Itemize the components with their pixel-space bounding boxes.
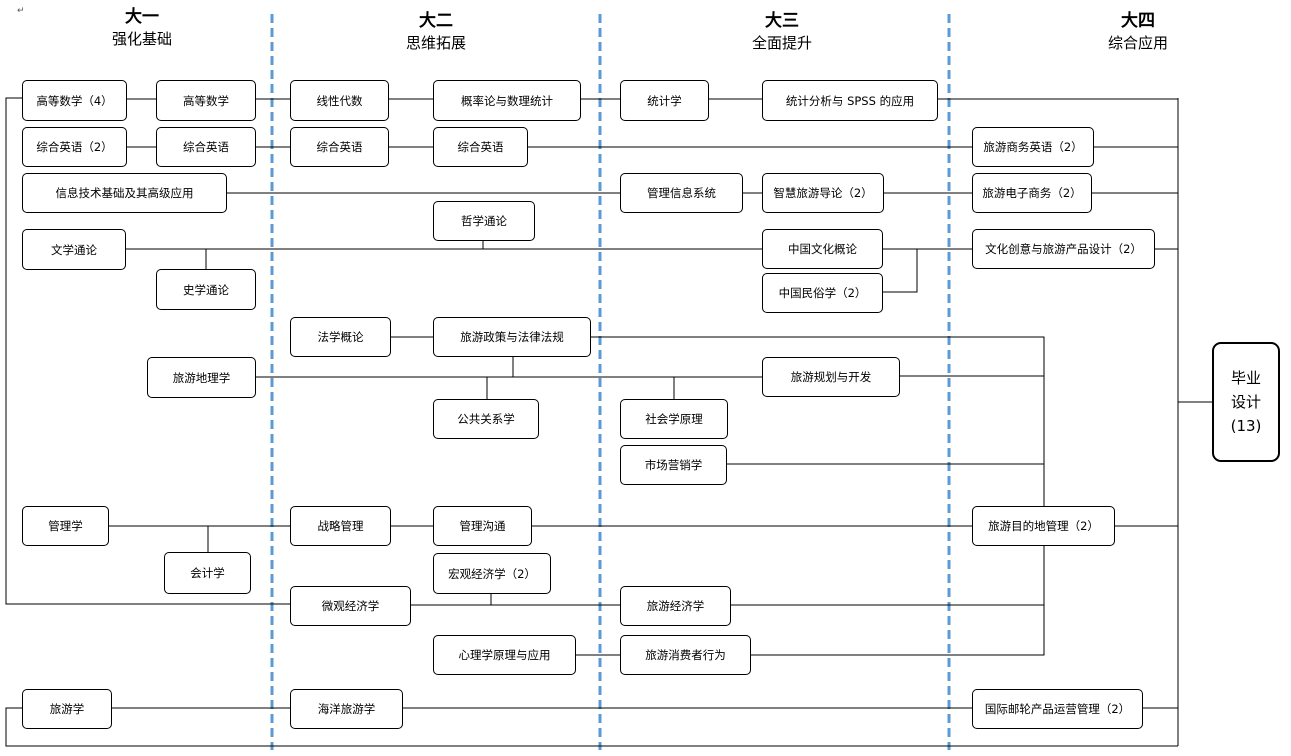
course-box: 综合英语（2） [22, 127, 127, 167]
course-box: 智慧旅游导论（2） [762, 173, 884, 213]
course-box: 高等数学（4） [22, 80, 127, 121]
course-box: 中国文化概论 [762, 229, 883, 269]
course-box: 旅游规划与开发 [762, 357, 900, 397]
course-box: 统计分析与 SPSS 的应用 [762, 80, 938, 121]
course-box: 统计学 [620, 80, 709, 121]
course-box: 哲学通论 [433, 201, 535, 241]
course-box: 旅游消费者行为 [620, 635, 751, 675]
course-box: 高等数学 [156, 80, 256, 121]
year-4-header: 大四 综合应用 [1068, 10, 1208, 54]
year-theme: 全面提升 [751, 34, 812, 52]
graduation-line: (13) [1230, 417, 1262, 435]
course-box: 文化创意与旅游产品设计（2） [972, 229, 1155, 269]
year-dividers [270, 14, 951, 750]
course-box: 管理学 [22, 506, 109, 546]
graduation-design-box: 毕业 设计 (13) [1212, 342, 1280, 462]
course-box: 市场营销学 [620, 445, 727, 485]
course-box: 旅游商务英语（2） [972, 127, 1094, 167]
year-3-header: 大三 全面提升 [712, 10, 852, 54]
course-box: 综合英语 [433, 127, 528, 167]
course-box: 旅游电子商务（2） [972, 173, 1092, 213]
course-box: 微观经济学 [290, 586, 411, 626]
course-box: 旅游经济学 [620, 586, 731, 626]
graduation-line: 设计 [1230, 393, 1261, 411]
year-theme: 强化基础 [111, 30, 172, 48]
course-box: 海洋旅游学 [290, 689, 403, 729]
year-label: 大四 [1121, 11, 1155, 31]
year-1-header: 大一 强化基础 [72, 6, 212, 50]
course-box: 文学通论 [22, 229, 126, 270]
course-box: 公共关系学 [433, 399, 539, 439]
course-box: 旅游目的地管理（2） [972, 506, 1115, 546]
course-box: 史学通论 [156, 269, 256, 310]
paragraph-mark: ↵ [17, 6, 25, 16]
course-box: 线性代数 [290, 80, 389, 121]
course-box: 信息技术基础及其高级应用 [22, 173, 227, 213]
year-theme: 思维拓展 [405, 34, 466, 52]
course-box: 宏观经济学（2） [433, 553, 551, 594]
course-box: 社会学原理 [620, 399, 728, 439]
course-box: 战略管理 [290, 506, 391, 546]
course-box: 综合英语 [156, 127, 256, 167]
connectors [5, 97, 1212, 747]
course-box: 法学概论 [290, 317, 391, 357]
year-label: 大一 [125, 7, 159, 27]
course-box: 管理信息系统 [620, 173, 743, 213]
course-box: 综合英语 [290, 127, 389, 167]
course-box: 概率论与数理统计 [433, 80, 581, 121]
year-theme: 综合应用 [1107, 34, 1168, 52]
course-box: 旅游地理学 [147, 357, 256, 398]
course-box: 会计学 [164, 552, 251, 594]
course-box: 旅游政策与法律法规 [433, 317, 591, 357]
year-2-header: 大二 思维拓展 [366, 10, 506, 54]
course-box: 旅游学 [22, 689, 112, 729]
year-label: 大三 [765, 11, 799, 31]
year-label: 大二 [419, 11, 453, 31]
graduation-line: 毕业 [1230, 369, 1261, 387]
course-box: 中国民俗学（2） [762, 273, 883, 313]
course-box: 管理沟通 [433, 506, 532, 546]
course-box: 国际邮轮产品运营管理（2） [972, 689, 1143, 729]
course-box: 心理学原理与应用 [433, 635, 576, 675]
